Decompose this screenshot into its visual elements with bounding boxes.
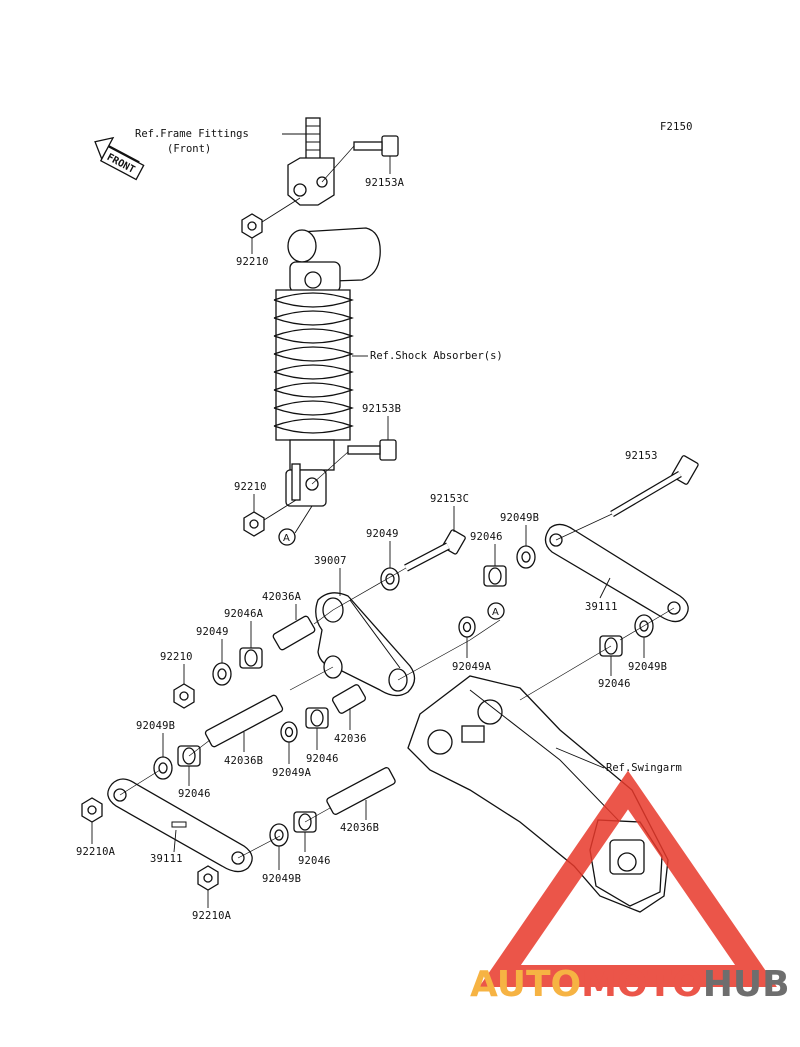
svg-text:A: A [283, 533, 290, 544]
part-label-42036b-left: 42036B [224, 755, 263, 767]
part-label-92210-mid: 92210 [234, 481, 267, 493]
part-label-92049b-bottom: 92049B [262, 873, 301, 885]
part-label-92153b: 92153B [362, 403, 401, 415]
assembly-guide-lines [119, 145, 675, 859]
part-label-92049b-right: 92049B [628, 661, 667, 673]
watermark-auto: AUTOMOTOHUB [470, 964, 790, 1005]
part-label-92153: 92153 [625, 450, 658, 462]
bolt-92153c [404, 529, 466, 572]
part-label-92210a-bottom: 92210A [192, 910, 232, 922]
rocker-arm-39007 [315, 592, 416, 697]
part-label-42036: 42036 [334, 733, 367, 745]
washer-92049a-right [458, 616, 476, 638]
nut-92210-mid [243, 511, 265, 537]
part-label-92210-left: 92210 [160, 651, 193, 663]
washer-92049-top [380, 567, 400, 591]
collar-42036 [331, 684, 367, 714]
swingarm [407, 675, 669, 913]
part-label-92049b-top: 92049B [500, 512, 539, 524]
svg-text:A: A [492, 607, 499, 618]
bolt-92153a [353, 135, 399, 157]
sleeve-42036b-bottom [326, 767, 396, 815]
collar-42036a [272, 615, 316, 651]
ref-swingarm: Ref.Swingarm [606, 762, 682, 774]
shock-absorber [273, 227, 381, 507]
part-label-92153a: 92153A [365, 177, 405, 189]
part-label-92046-bottom: 92046 [298, 855, 331, 867]
ref-frame-fittings: Ref.Frame Fittings [135, 128, 249, 140]
automotohub-watermark: AUTOMOTOHUB [470, 770, 790, 1005]
sleeve-42036b-left [204, 694, 284, 748]
bolt-92153 [610, 455, 699, 518]
bolt-92153b [347, 439, 397, 461]
part-label-92210a-left: 92210A [76, 846, 116, 858]
part-label-92049b-left: 92049B [136, 720, 175, 732]
part-label-39111-left: 39111 [150, 853, 183, 865]
part-label-92049a-mid: 92049A [272, 767, 312, 779]
part-label-42036a: 42036A [262, 591, 302, 603]
washer-92049-left [212, 662, 232, 686]
nut-92210-left [173, 683, 195, 709]
part-label-39111-right: 39111 [585, 601, 618, 613]
bearing-92046-top [483, 565, 507, 587]
part-label-42036b-bottom: 42036B [340, 822, 379, 834]
part-label-92210-top: 92210 [236, 256, 269, 268]
part-label-92046-left: 92046 [178, 788, 211, 800]
part-label-92046-top: 92046 [470, 531, 503, 543]
part-label-92049a-right: 92049A [452, 661, 492, 673]
part-label-92153c: 92153C [430, 493, 469, 505]
ref-frame-fittings-front: (Front) [167, 143, 211, 155]
nut-92210-top [241, 213, 263, 239]
bearing-92046a [239, 647, 263, 669]
frame-fitting-bracket [287, 117, 335, 206]
washer-92049b-top [516, 545, 536, 569]
part-label-92049-top: 92049 [366, 528, 399, 540]
figure-code: F2150 [660, 121, 693, 133]
nut-92210a-left [81, 797, 103, 823]
washer-92049b-bottom [269, 823, 289, 847]
tie-rod-39111-right [544, 523, 689, 623]
washer-92049b-left [153, 756, 173, 780]
nut-92210a-bottom [197, 865, 219, 891]
part-label-92046-mid: 92046 [306, 753, 339, 765]
part-label-39007: 39007 [314, 555, 347, 567]
part-label-92049-left: 92049 [196, 626, 229, 638]
part-label-92046a: 92046A [224, 608, 264, 620]
washer-92049a-mid [280, 721, 298, 743]
bearing-92046-mid [305, 707, 329, 729]
ref-shock-absorber: Ref.Shock Absorber(s) [370, 350, 503, 362]
callout-a-upper: A [278, 528, 296, 546]
callout-a-right: A [487, 602, 505, 620]
part-label-92046-right: 92046 [598, 678, 631, 690]
